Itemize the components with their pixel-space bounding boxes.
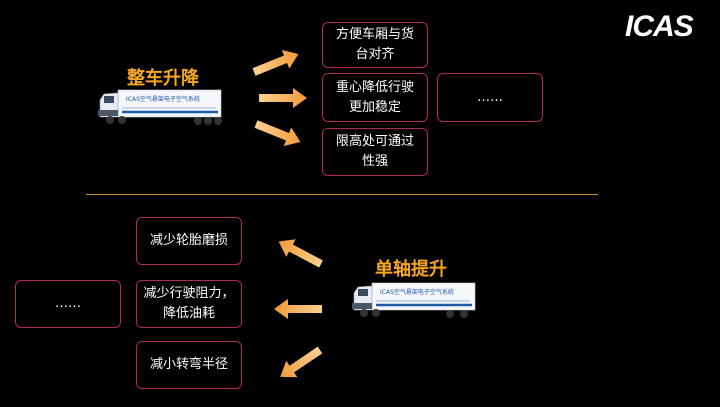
arrow-bottom-2 — [274, 299, 322, 319]
box-top-align-cargo-text: 方便车厢与货台对齐 — [335, 27, 414, 62]
arrow-top-1 — [252, 49, 299, 76]
truck-icon-top: ICAS空气悬架电子空气系统 — [98, 89, 222, 125]
box-bottom-ellipsis: …… — [15, 280, 121, 328]
section-divider — [86, 194, 598, 195]
icas-logo: ICAS — [625, 10, 694, 43]
box-bottom-tire-wear: 减少轮胎磨损 — [136, 217, 242, 265]
box-top-align-cargo: 方便车厢与货台对齐 — [322, 22, 428, 68]
arrow-bottom-1 — [278, 239, 323, 268]
truck-label-top: ICAS空气悬架电子空气系统 — [126, 95, 200, 103]
heading-single-axle-lift: 单轴提升 — [375, 259, 447, 280]
heading-vehicle-lift: 整车升降 — [127, 68, 199, 89]
truck-label-bottom: ICAS空气悬架电子空气系统 — [380, 288, 454, 296]
box-top-height-limit: 限高处可通过性强 — [322, 128, 428, 176]
arrow-top-3 — [254, 120, 301, 147]
truck-icon-bottom: ICAS空气悬架电子空气系统 — [352, 282, 476, 318]
arrow-bottom-3 — [280, 346, 323, 378]
box-top-height-limit-text: 限高处可通过性强 — [335, 134, 414, 169]
box-bottom-tire-wear-text: 减少轮胎磨损 — [149, 233, 228, 248]
box-bottom-fuel-text: 减少行驶阻力，降低油耗 — [143, 286, 235, 321]
box-bottom-fuel: 减少行驶阻力，降低油耗 — [136, 280, 242, 328]
box-bottom-turning-text: 减小转弯半径 — [149, 357, 228, 372]
box-top-stability-text: 重心降低行驶更加稳定 — [335, 79, 414, 115]
arrow-top-2 — [259, 88, 307, 108]
box-top-ellipsis: …… — [437, 73, 543, 122]
box-bottom-ellipsis-text: …… — [55, 296, 81, 311]
box-top-stability: 重心降低行驶更加稳定 — [322, 73, 428, 122]
box-top-ellipsis-text: …… — [477, 89, 503, 105]
box-bottom-turning: 减小转弯半径 — [136, 341, 242, 389]
